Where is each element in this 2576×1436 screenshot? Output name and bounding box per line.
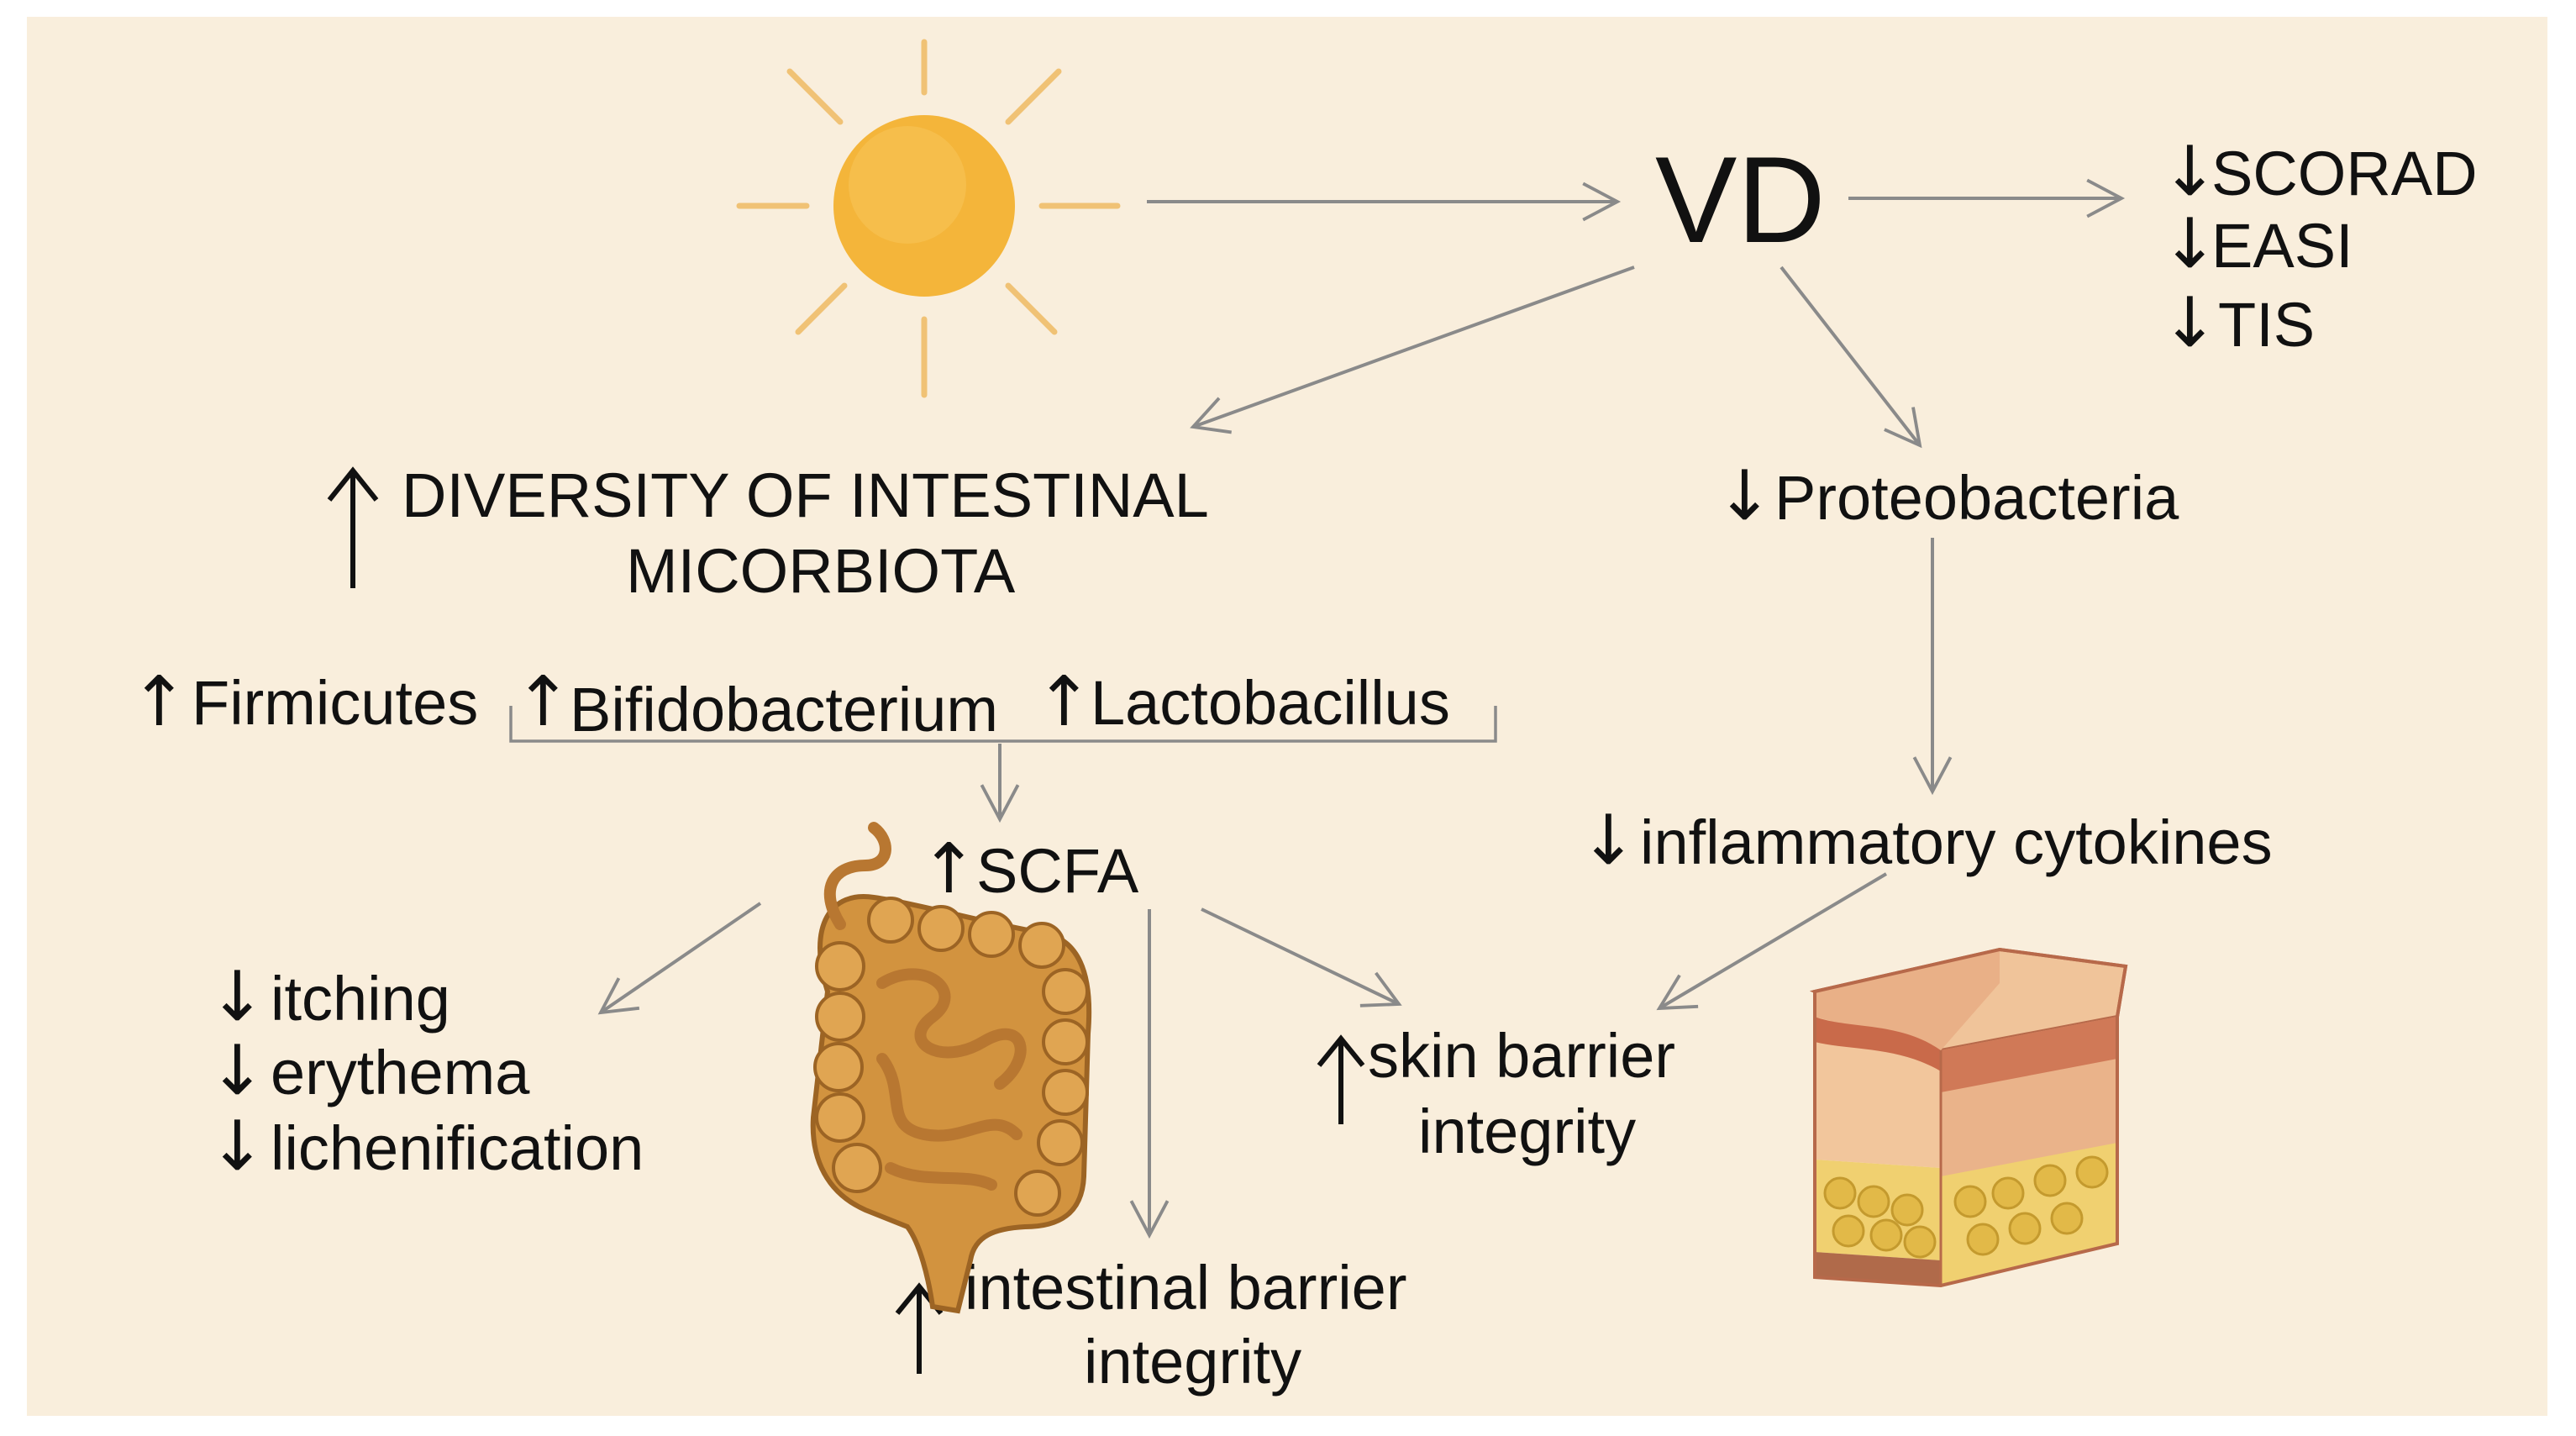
vd-label: VD (1655, 131, 1826, 268)
proteobacteria-arrow: ↓ (1716, 456, 1774, 536)
bacteria-arrow: ↑ (514, 662, 572, 742)
symptom-itching: itching (271, 964, 450, 1034)
bacteria-lactobacillus: Lactobacillus (1091, 668, 1450, 738)
arrow-vd-to-proteobacteria (1780, 266, 1922, 449)
skin-layers-icon (1809, 947, 2128, 1288)
skin-barrier-node: skin barrier integrity (1317, 1021, 1675, 1166)
symptom-lichenification: lichenification (271, 1113, 644, 1183)
arrow-scfa-to-symptoms (597, 902, 762, 1015)
diagram-background (27, 17, 2547, 1416)
symptom-arrow: ↓ (208, 1107, 266, 1186)
sun-icon (736, 39, 1121, 398)
flow-arrows (509, 178, 2126, 1239)
skin-barrier-line1: skin barrier (1368, 1021, 1675, 1091)
bacteria-row: ↑ Firmicutes ↑ Bifidobacterium ↑ Lactoba… (130, 662, 1450, 744)
score-tis: TIS (2218, 290, 2315, 360)
intestinal-barrier-line2: integrity (1084, 1327, 1301, 1397)
intestine-icon (810, 822, 1092, 1314)
score-arrow: ↓ (2161, 283, 2219, 363)
symptom-erythema: erythema (271, 1038, 530, 1107)
scfa-node: ↑ SCFA (920, 829, 1139, 909)
arrow-vd-to-diversity (1190, 266, 1635, 434)
score-easi: EASI (2211, 211, 2353, 281)
bacteria-bifidobacterium: Bifidobacterium (570, 675, 998, 744)
score-arrow: ↓ (2161, 132, 2219, 212)
scfa-arrow: ↑ (920, 829, 978, 909)
diversity-line2: MICORBIOTA (626, 536, 1016, 606)
intestinal-barrier-node: intestinal barrier integrity (895, 1253, 1406, 1397)
bacteria-bracket (509, 706, 1497, 743)
arrow-scfa-to-skin-barrier (1201, 907, 1402, 1007)
score-arrow: ↓ (2161, 204, 2219, 284)
scfa-label: SCFA (976, 836, 1139, 906)
intestinal-barrier-line1: intestinal barrier (965, 1253, 1406, 1323)
skin-barrier-line2: integrity (1418, 1097, 1636, 1166)
score-scorad: SCORAD (2211, 139, 2478, 208)
symptom-arrow: ↓ (208, 1031, 266, 1111)
arrow-cytokines-to-skin-barrier (1656, 872, 1888, 1011)
scores-list: ↓ SCORAD ↓ EASI ↓ TIS (2161, 132, 2478, 363)
symptom-arrow: ↓ (208, 957, 266, 1037)
diversity-node: DIVERSITY OF INTESTINAL MICORBIOTA (327, 460, 1209, 606)
diversity-line1: DIVERSITY OF INTESTINAL (402, 460, 1209, 530)
cytokines-node: ↓ inflammatory cytokines (1580, 801, 2273, 881)
bacteria-arrow: ↑ (1035, 662, 1093, 742)
bacteria-arrow: ↑ (130, 662, 188, 742)
bacteria-firmicutes: Firmicutes (192, 668, 478, 738)
proteobacteria-label: Proteobacteria (1774, 463, 2179, 533)
cytokines-label: inflammatory cytokines (1640, 807, 2273, 877)
cytokines-arrow: ↓ (1580, 801, 1638, 881)
symptoms-list: ↓ itching ↓ erythema ↓ lichenification (208, 957, 644, 1186)
proteobacteria-node: ↓ Proteobacteria (1716, 456, 2179, 536)
